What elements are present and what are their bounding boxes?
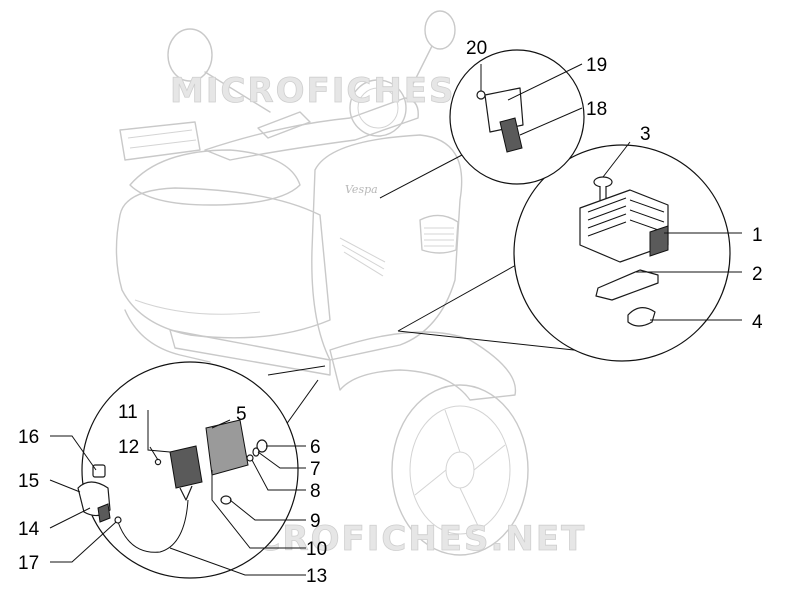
leader-5 xyxy=(211,419,231,429)
rear-rack xyxy=(119,121,201,161)
washer-7 xyxy=(252,447,260,457)
leader-10 xyxy=(211,470,306,549)
callout-11: 11 xyxy=(118,402,138,423)
rear-underside xyxy=(124,309,211,363)
screw xyxy=(154,458,162,466)
front-wheel xyxy=(391,384,529,556)
callout-19: 19 xyxy=(586,55,607,76)
callout-16: 16 xyxy=(18,427,39,448)
cover-plate xyxy=(627,307,656,327)
regulator-detail xyxy=(397,141,742,362)
leader-13 xyxy=(169,547,306,576)
grip-left xyxy=(257,111,311,139)
terminal xyxy=(114,516,122,524)
callout-4: 4 xyxy=(752,312,763,333)
seat xyxy=(129,149,301,206)
relay xyxy=(499,117,523,153)
callout-1: 1 xyxy=(752,225,763,246)
washer-8 xyxy=(246,454,254,462)
cdi-unit xyxy=(205,419,249,476)
leader-7 xyxy=(257,451,306,469)
callout-8: 8 xyxy=(310,481,321,502)
callout-20: 20 xyxy=(466,38,487,59)
cap-sleeve xyxy=(97,503,111,523)
body-crease xyxy=(134,299,261,315)
leader-17 xyxy=(50,521,117,563)
callout-10: 10 xyxy=(306,539,327,560)
pointer-line-a xyxy=(397,264,517,332)
callout-5: 5 xyxy=(236,404,247,425)
leader-12 xyxy=(149,446,159,461)
headlight xyxy=(349,79,407,137)
leader-19 xyxy=(507,63,583,101)
headlight-inner xyxy=(357,87,399,129)
right-mirror xyxy=(424,10,456,50)
left-mirror xyxy=(167,28,213,82)
cap-boot xyxy=(92,464,106,478)
front-fender xyxy=(329,331,517,401)
relay-detail xyxy=(379,49,585,199)
leader-8 xyxy=(251,459,306,491)
callout-12: 12 xyxy=(118,437,139,458)
scooter-outline: Vespa xyxy=(115,10,529,556)
pointer-line-c xyxy=(379,154,463,199)
leader-14 xyxy=(49,507,91,529)
pointer-line-e xyxy=(267,365,326,376)
floorboard xyxy=(169,329,331,376)
vespa-badge: Vespa xyxy=(345,183,378,196)
cooling-fins xyxy=(587,197,665,237)
callout-7: 7 xyxy=(310,459,321,480)
leader-3 xyxy=(602,141,631,178)
rear-body xyxy=(115,187,331,339)
front-rim xyxy=(409,405,511,535)
bolt-screw xyxy=(593,176,613,188)
callout-9: 9 xyxy=(310,511,321,532)
callout-15: 15 xyxy=(18,471,39,492)
nut xyxy=(476,90,486,100)
front-hub xyxy=(445,451,475,489)
left-mirror-stem xyxy=(204,71,271,113)
ignition-coil xyxy=(169,445,203,489)
callout-6: 6 xyxy=(310,437,321,458)
side-vents xyxy=(339,237,386,277)
leader-18 xyxy=(519,107,583,136)
leg-shield xyxy=(311,134,463,361)
right-mirror-stem xyxy=(409,45,433,91)
callout-2: 2 xyxy=(752,264,763,285)
horn-grille xyxy=(419,214,459,254)
callout-18: 18 xyxy=(586,99,607,120)
leader-11 xyxy=(147,410,171,453)
callout-14: 14 xyxy=(18,519,40,540)
callout-13: 13 xyxy=(306,566,327,587)
leader-16 xyxy=(50,435,97,471)
rack-bars xyxy=(127,129,197,149)
ht-lead xyxy=(117,499,189,553)
ignition-detail xyxy=(49,361,326,579)
handlebar xyxy=(204,97,419,161)
coil-terminal xyxy=(179,485,193,501)
leader-15 xyxy=(49,479,81,493)
grille-slots xyxy=(424,227,454,247)
callout-3: 3 xyxy=(640,124,651,145)
callout-17: 17 xyxy=(18,553,39,574)
leader-9 xyxy=(229,499,306,521)
grommet xyxy=(220,495,232,505)
wheel-spokes xyxy=(414,409,506,531)
regulator-connector xyxy=(649,225,669,257)
mounting-bracket xyxy=(595,269,659,301)
